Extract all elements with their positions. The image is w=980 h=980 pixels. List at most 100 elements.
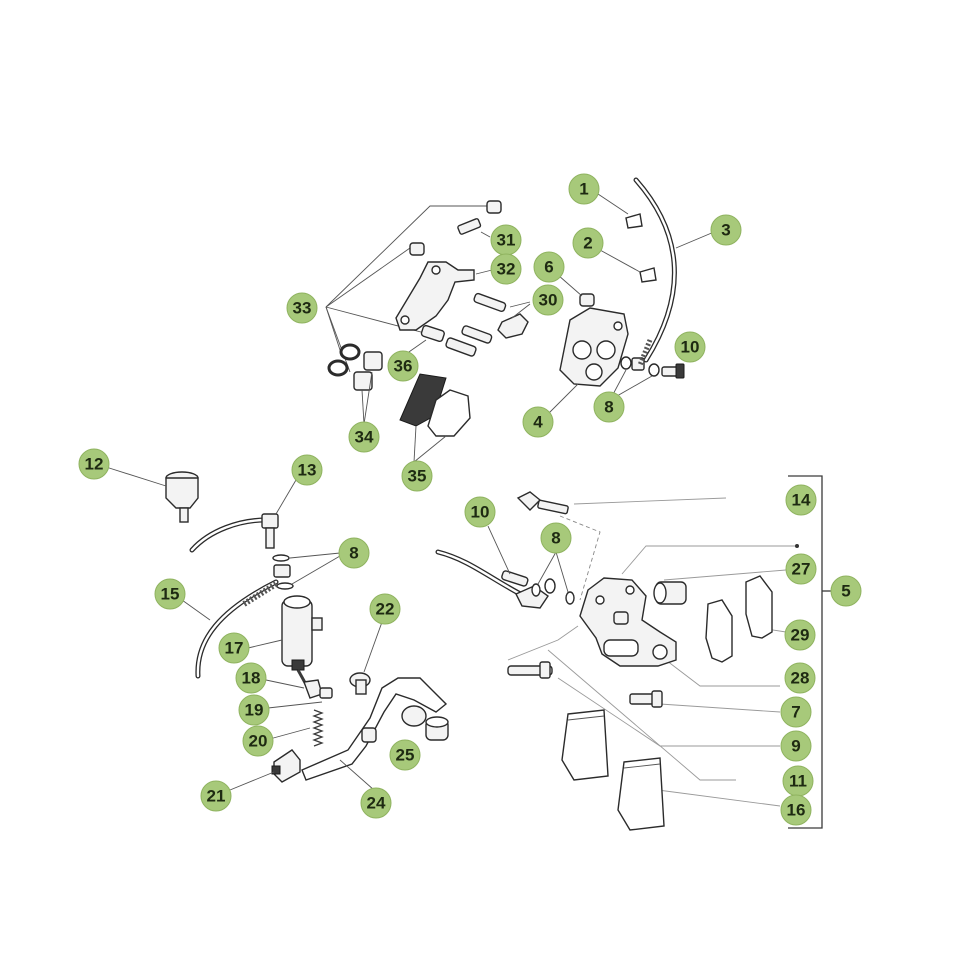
callout-35: 35 [401,460,433,492]
part-33-seals [327,343,361,377]
svg-text:27: 27 [792,560,811,579]
callout-33: 33 [286,292,318,324]
svg-text:9: 9 [791,737,800,756]
svg-text:18: 18 [242,669,261,688]
svg-text:19: 19 [245,701,264,720]
part-17-master-cylinder [247,595,323,671]
svg-text:36: 36 [394,357,413,376]
part-21-bracket [229,749,301,791]
svg-text:11: 11 [789,772,807,791]
part-1-clip [597,193,643,229]
svg-text:22: 22 [376,600,395,619]
svg-text:3: 3 [721,221,730,240]
svg-text:16: 16 [787,801,806,820]
svg-text:32: 32 [497,260,516,279]
part-10-banjo-bolt-top [661,363,685,379]
part-27-piston [653,581,687,605]
part-11-grease-pack [561,709,609,781]
svg-text:13: 13 [298,461,317,480]
svg-text:10: 10 [681,338,700,357]
part-2-clip [599,249,657,283]
callout-31: 31 [490,224,522,256]
callout-19: 19 [238,694,270,726]
callout-25: 25 [389,739,421,771]
part-31-bleed-screw [457,218,491,238]
part-15-hose [181,579,279,679]
callout-8-left: 8 [338,537,370,569]
callout-11: 11 [782,765,814,797]
callout-32: 32 [490,253,522,285]
callout-3: 3 [710,214,742,246]
part-18-clevis [265,669,323,699]
svg-text:4: 4 [533,413,543,432]
callout-12: 12 [78,448,110,480]
svg-text:24: 24 [367,794,386,813]
part-7-bolt [629,690,663,708]
part-6-bushing [557,274,595,307]
part-34-pistons [353,351,383,425]
callout-5: 5 [830,575,862,607]
part-25-rubber [425,716,449,741]
svg-text:8: 8 [551,529,560,548]
callout-2: 2 [572,227,604,259]
callout-29: 29 [784,619,816,651]
callout-8-top: 8 [593,391,625,423]
svg-text:34: 34 [355,428,374,447]
svg-text:10: 10 [471,503,490,522]
leader-lines-33 [325,205,492,373]
svg-text:20: 20 [249,732,268,751]
callout-17: 17 [218,632,250,664]
part-30-pins [445,292,531,357]
svg-text:17: 17 [225,639,244,658]
part-33-cap [486,200,502,214]
callout-9: 9 [780,730,812,762]
callout-15: 15 [154,578,186,610]
callout-21: 21 [200,780,232,812]
svg-text:30: 30 [539,291,558,310]
part-4-caliper [545,307,629,417]
callout-7: 7 [780,696,812,728]
callout-8-rear: 8 [540,522,572,554]
callout-10-rear: 10 [464,496,496,528]
part-9-pin [507,661,553,679]
callout-27: 27 [785,553,817,585]
callout-13: 13 [291,454,323,486]
svg-text:31: 31 [497,231,516,250]
part-35-brake-pads [399,373,471,463]
part-rear-caliper-body [579,577,677,667]
svg-text:6: 6 [544,258,553,277]
part-16-grease-pack [617,757,665,831]
svg-text:5: 5 [841,582,850,601]
callout-28: 28 [784,662,816,694]
callout-18: 18 [235,662,267,694]
svg-text:35: 35 [408,467,427,486]
callout-14: 14 [785,484,817,516]
svg-text:15: 15 [161,585,180,604]
part-22-pivot-bolt [349,621,383,695]
part-8-washers-rear [531,551,575,605]
svg-text:1: 1 [579,180,588,199]
part-3-brake-hose-front [633,177,715,366]
callout-36: 36 [387,350,419,382]
svg-text:7: 7 [791,703,800,722]
callout-20: 20 [242,725,274,757]
svg-text:2: 2 [583,234,592,253]
callout-16: 16 [780,794,812,826]
svg-text:33: 33 [293,299,312,318]
part-33-nut [409,242,425,256]
part-hose-rear [435,549,549,609]
callout-4: 4 [522,406,554,438]
part-8-washers-top [609,356,660,401]
svg-text:25: 25 [396,746,415,765]
part-36-bolt [405,324,445,355]
part-20-spring [265,709,324,747]
part-19-pin [267,687,333,709]
part-32-bracket [395,261,493,331]
part-14-bleed-valve [516,491,569,515]
part-13-hose [189,479,297,553]
svg-text:21: 21 [207,787,226,806]
svg-text:28: 28 [791,669,810,688]
part-8-washers-left [272,552,341,590]
